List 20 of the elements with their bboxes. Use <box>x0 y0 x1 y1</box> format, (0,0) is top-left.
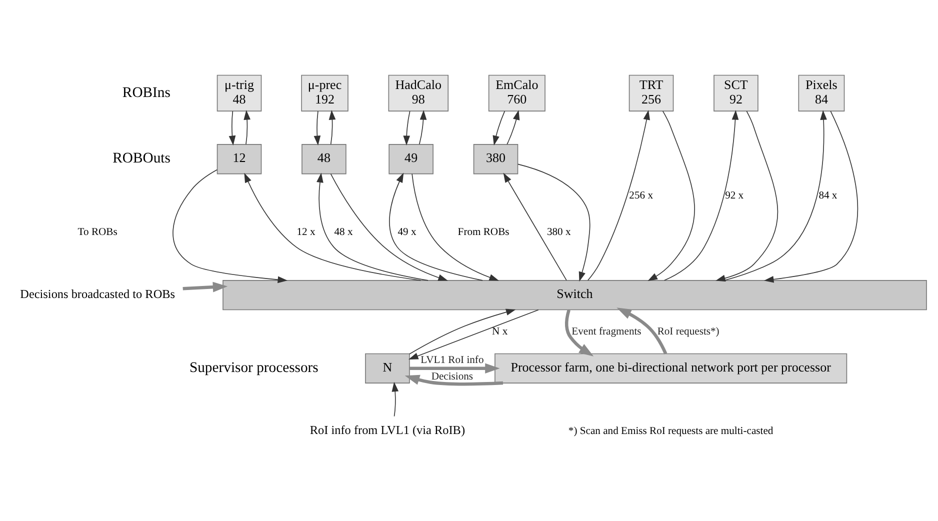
edge-label: LVL1 RoI info <box>420 355 484 366</box>
label: To ROBs <box>77 227 117 238</box>
edge-label: N x <box>492 326 508 338</box>
edge-label: Event fragments <box>571 326 641 338</box>
edge-label: Decisions <box>430 371 473 382</box>
edge-label: 256 x <box>628 190 653 202</box>
edge-label: 92 x <box>724 190 744 202</box>
label: *) Scan and Emiss RoI requests are multi-casted <box>568 426 773 437</box>
edge-label: 380 x <box>546 227 570 238</box>
label: ROBOuts <box>112 150 170 167</box>
node-text: RoI info from LVL1 (via RoIB) <box>309 422 465 437</box>
edge-label: 48 x <box>334 227 352 238</box>
edge-label: 12 x <box>296 227 315 238</box>
node-text: Decisions broadcasted to ROBs <box>20 286 175 301</box>
edge-label: 49 x <box>397 227 416 238</box>
label: ROBIns <box>122 84 170 101</box>
edge-label: 84 x <box>818 190 837 202</box>
label: Supervisor processors <box>188 360 318 376</box>
edge-label: RoI requests*) <box>656 326 719 338</box>
label: From ROBs <box>457 227 509 238</box>
